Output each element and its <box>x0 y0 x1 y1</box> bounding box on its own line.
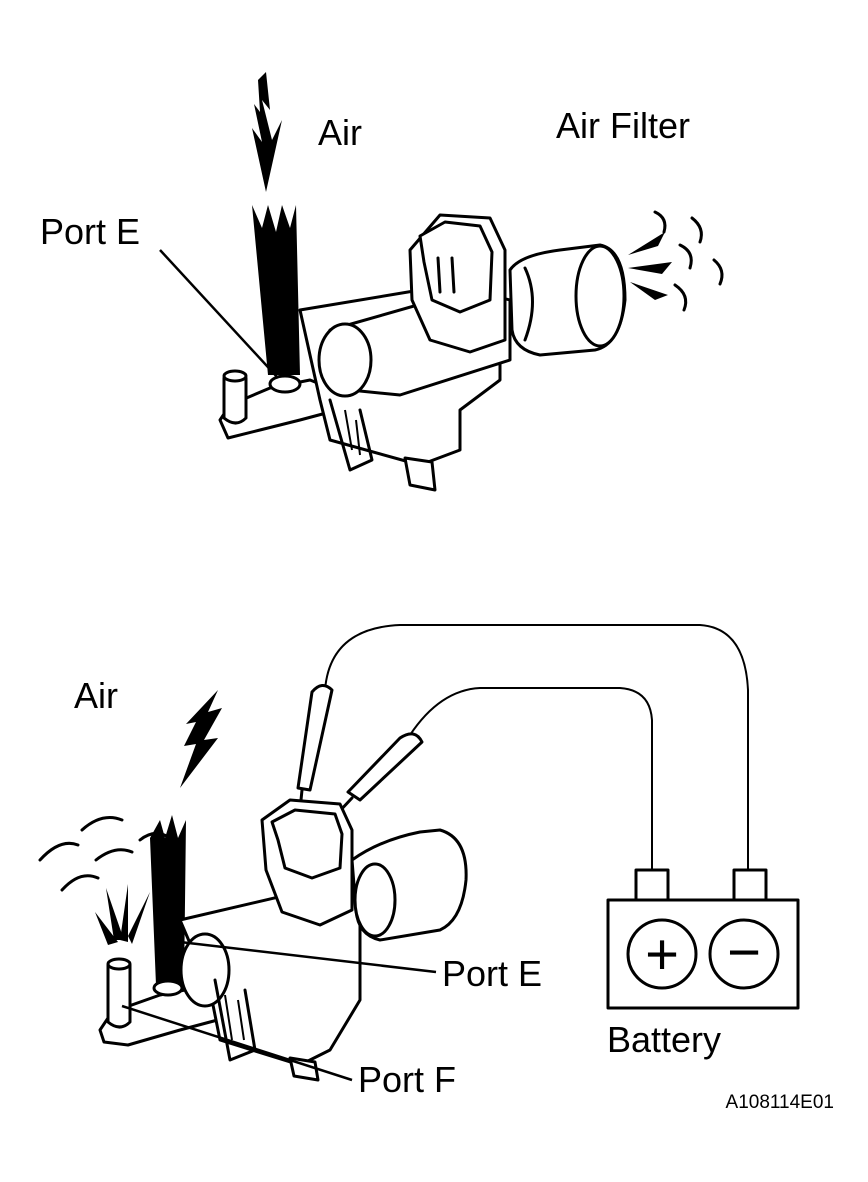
negative-wire <box>324 624 749 870</box>
battery-minus-sign: − <box>727 920 761 985</box>
bottom-air-arrow <box>180 690 222 788</box>
top-figure: Air Air Filter Port E <box>40 72 724 492</box>
bottom-figure: + − Air Port E Port F Battery <box>38 624 800 1100</box>
bottom-port-f-leader <box>121 1004 353 1082</box>
top-vsv-valve <box>218 213 627 492</box>
top-air-escape <box>628 210 724 312</box>
top-air-filter-label: Air Filter <box>556 105 690 146</box>
top-air-label: Air <box>318 112 362 153</box>
top-port-e-label: Port E <box>40 211 140 252</box>
battery-minus-circle <box>708 918 780 990</box>
battery-negative-terminal <box>732 868 768 902</box>
bottom-port-e-leader <box>179 940 437 974</box>
figure-code: A108114E01 <box>726 1092 834 1113</box>
bottom-vsv-valve <box>98 798 468 1082</box>
top-air-arrow <box>252 72 282 192</box>
bottom-air-label: Air <box>74 675 118 716</box>
battery-label: Battery <box>607 1019 721 1060</box>
positive-wire <box>409 687 653 870</box>
top-hose <box>252 205 300 375</box>
battery-plus-sign: + <box>645 922 679 987</box>
battery: + − <box>606 868 800 1010</box>
top-port-e-leader <box>159 249 279 379</box>
bottom-port-e-label: Port E <box>442 953 542 994</box>
battery-plus-circle <box>626 918 698 990</box>
bottom-air-escape <box>38 816 172 945</box>
bottom-port-f-label: Port F <box>358 1059 456 1100</box>
battery-positive-terminal <box>634 868 670 902</box>
bottom-hose <box>150 815 186 985</box>
